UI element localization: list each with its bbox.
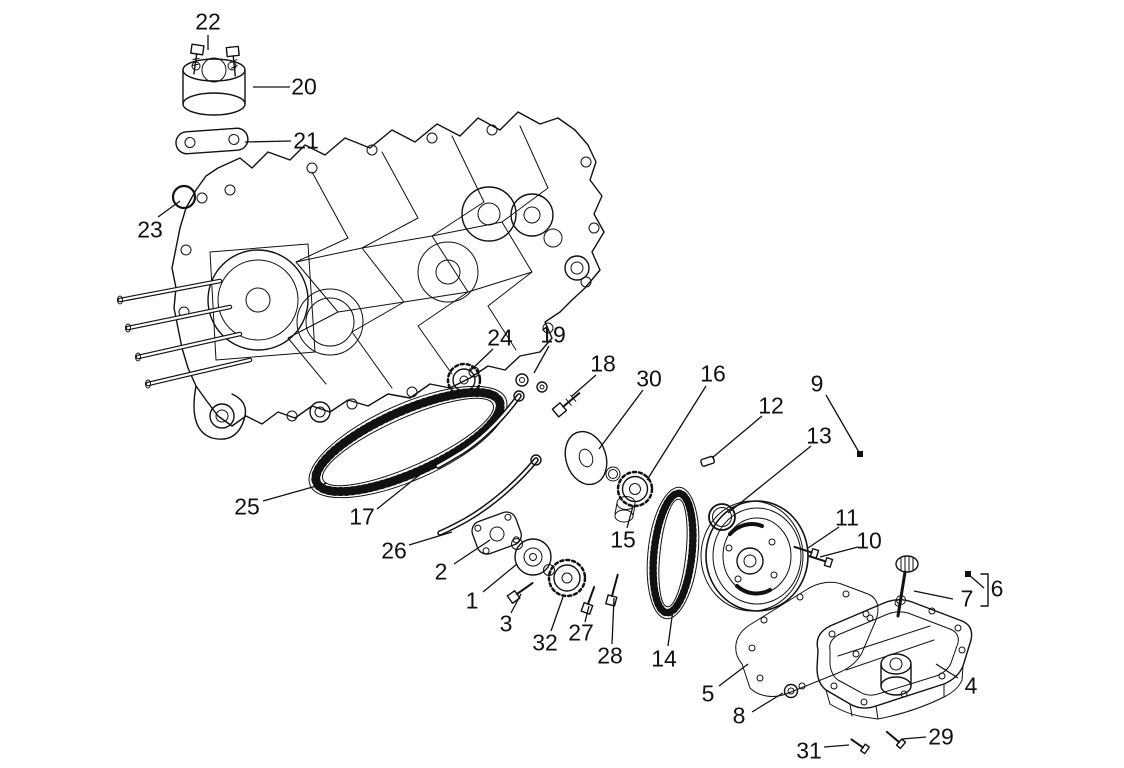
leader-line-5 (718, 663, 749, 687)
leader-line-9 (825, 394, 861, 455)
breather-bolt-icon (190, 43, 205, 75)
leader-line-13 (727, 445, 812, 514)
leader-line-18 (571, 374, 597, 397)
breather-gasket-drawing (175, 127, 249, 155)
leader-line-27 (584, 605, 590, 623)
leader-line-26 (408, 531, 453, 546)
pump-bolt-icon (580, 586, 596, 615)
leader-line-31 (823, 744, 850, 748)
leader-line-3 (510, 593, 522, 614)
cover-screws-drawing (793, 545, 834, 568)
grouping-bracket (980, 573, 989, 607)
leader-line-25 (262, 482, 328, 502)
leader-line-10 (819, 546, 859, 558)
breather-assembly-drawing (171, 43, 249, 210)
leader-line-23 (157, 200, 181, 218)
oil-pump-chain-drawing (646, 486, 700, 620)
sump-screw-icon (850, 738, 871, 755)
assembly-dot-6 (965, 571, 971, 577)
chain-guide-drawing (435, 390, 525, 469)
mounting-studs-drawing (117, 278, 253, 389)
oil-pump-drive-sprocket-drawing (614, 470, 654, 523)
leader-line-8 (751, 692, 784, 713)
oil-pump-body-drawing (511, 538, 555, 576)
leader-line-15 (626, 505, 634, 529)
oil-sump-drawing (816, 599, 973, 755)
bolt-boss-holes (178, 124, 600, 422)
washer-disc-drawing (564, 430, 621, 486)
timing-chain-drawing (308, 385, 508, 499)
leader-line-28 (611, 597, 615, 645)
pump-bolt-icon (605, 573, 619, 607)
sump-screw-icon (885, 730, 907, 750)
leader-line-7 (913, 590, 954, 600)
leader-line-21 (244, 140, 292, 143)
camshaft-sprocket-drawing (446, 362, 482, 398)
oil-pump-assembly-drawing (471, 511, 619, 615)
o-ring-23-drawing (171, 184, 197, 210)
leader-line-11 (807, 526, 840, 549)
leader-line-17 (376, 452, 448, 510)
leader-line-2 (453, 539, 491, 565)
leader-line-4 (935, 663, 959, 679)
leader-line-16 (646, 385, 707, 481)
assembly-dot-9 (857, 451, 863, 457)
pump-bolt-icon (506, 582, 534, 604)
leader-line-29 (901, 736, 927, 740)
chain-tensioner-drawing (437, 454, 542, 536)
leader-line-19 (533, 345, 550, 374)
leader-line-14 (667, 609, 674, 647)
driven-pulley-drawing (700, 500, 809, 612)
leader-line-1 (482, 563, 518, 593)
woodruff-key-drawing (700, 455, 716, 467)
crankcase-drawing (171, 111, 605, 440)
guide-bolt-drawing (551, 392, 581, 418)
dipstick-drawing (895, 555, 989, 618)
pump-sprocket-drawing (547, 558, 587, 598)
leader-line-12 (711, 415, 763, 459)
leader-line-30 (598, 389, 644, 450)
pump-gasket-drawing (471, 511, 522, 555)
pivot-pins-drawing (515, 373, 548, 393)
oil-plug-drawing (783, 683, 799, 699)
leader-line-24 (469, 348, 494, 372)
leader-line-32 (550, 596, 564, 632)
sump-flange-holes (828, 599, 966, 706)
